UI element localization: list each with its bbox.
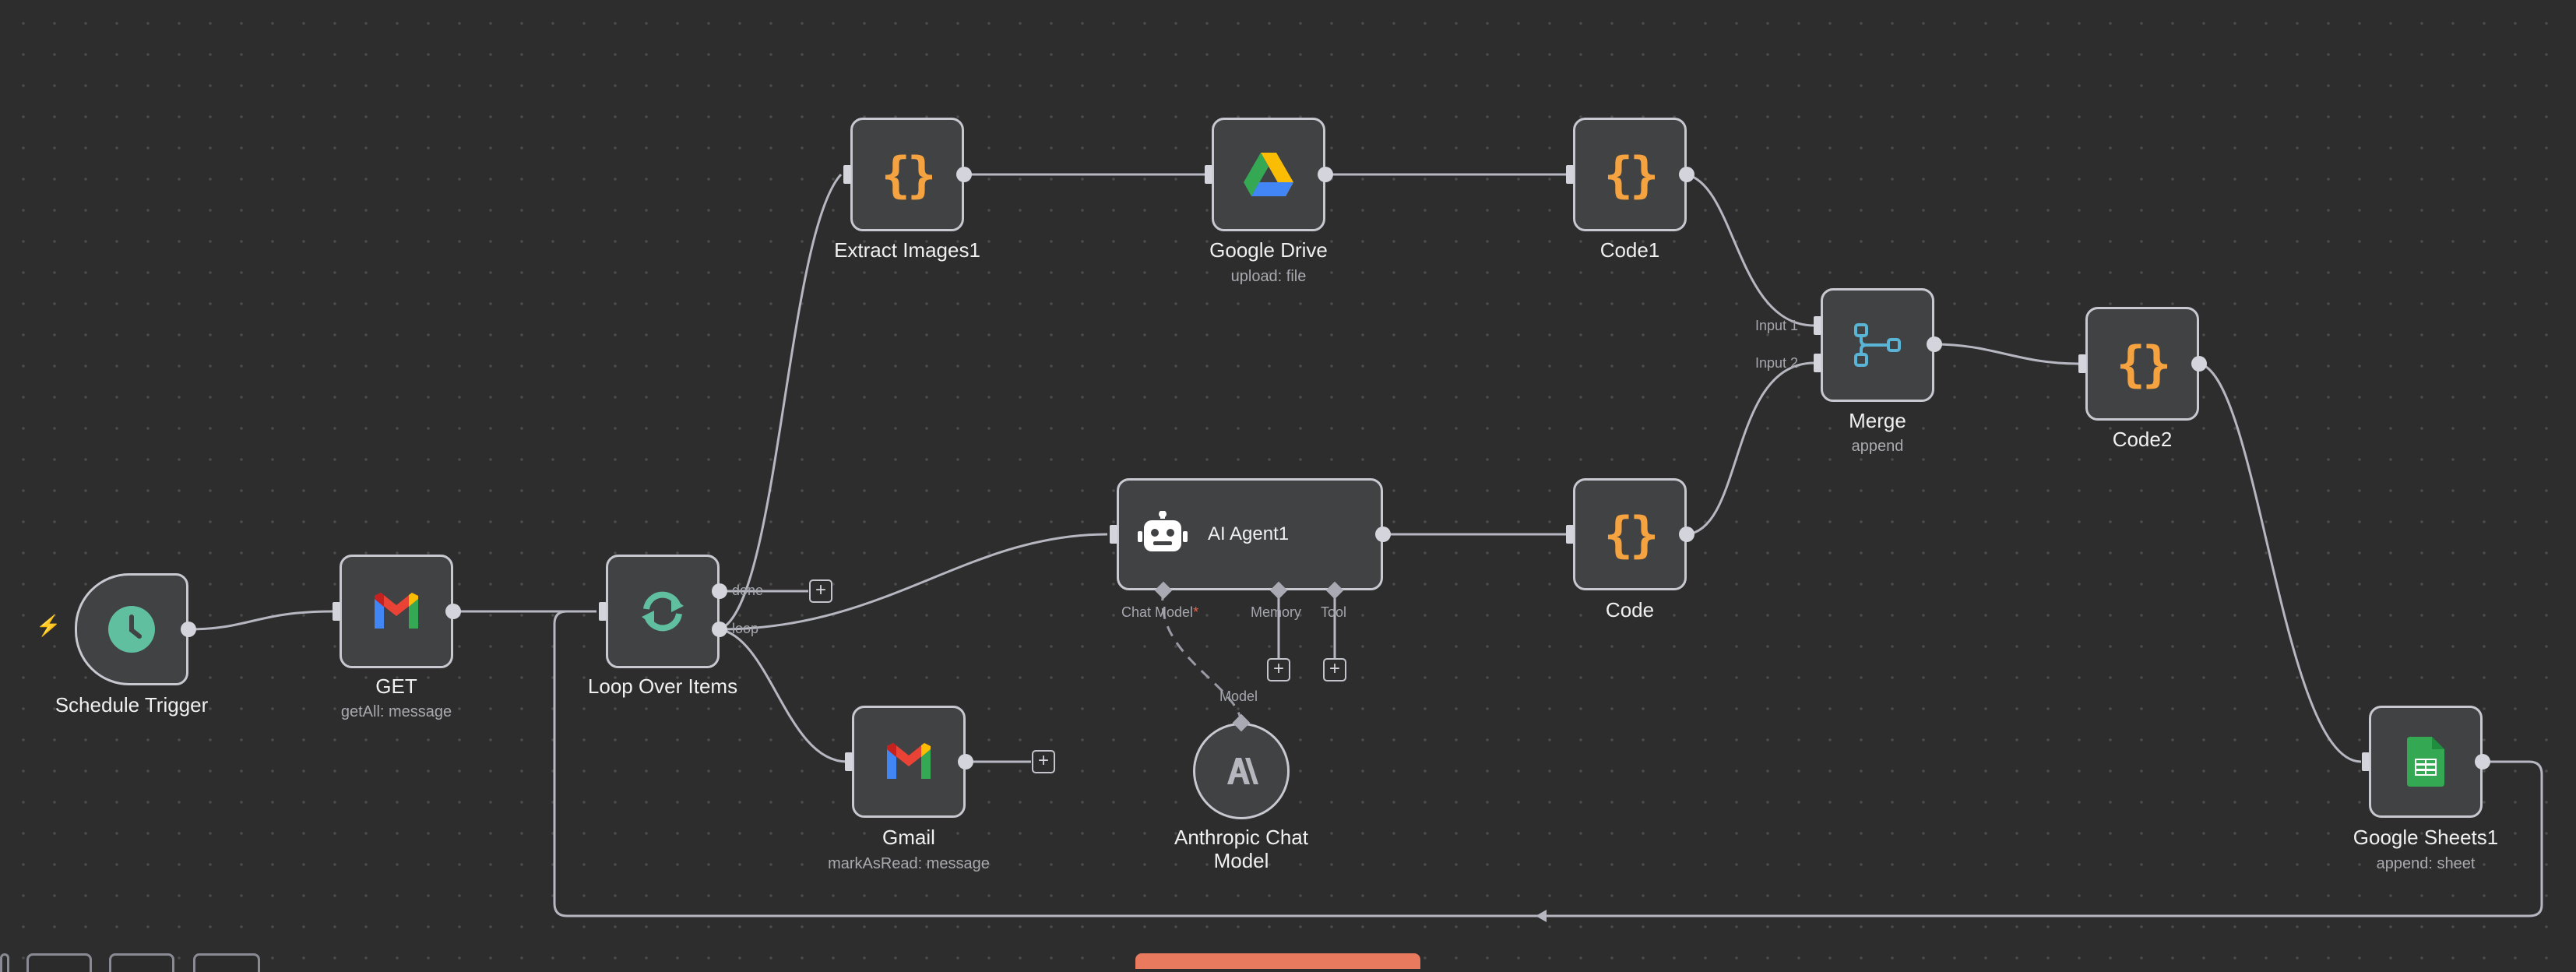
loop-icon	[637, 586, 688, 637]
code-braces-icon: {}	[881, 146, 937, 203]
loop-done-label: done	[732, 583, 764, 598]
code-braces-icon: {}	[1603, 146, 1659, 203]
edge-loop-to-extract[interactable]	[719, 173, 843, 631]
code2-input[interactable]	[2078, 354, 2086, 373]
code-title: Code	[1605, 598, 1655, 622]
node-extract-images1[interactable]: {}	[850, 118, 964, 231]
gmail-title: Gmail	[882, 826, 935, 849]
node-anthropic-chat-model[interactable]	[1193, 723, 1290, 819]
node-get[interactable]	[340, 555, 453, 668]
drive-title: Google Drive	[1209, 238, 1328, 262]
google-drive-icon	[1244, 153, 1293, 196]
node-schedule-trigger[interactable]	[75, 573, 188, 685]
anthropic-icon	[1224, 758, 1258, 784]
sheets-input[interactable]	[2362, 752, 2370, 771]
loop-back-arrow	[1536, 910, 1547, 922]
schedule-trigger-output[interactable]	[181, 622, 196, 637]
code-braces-icon: {}	[1603, 505, 1659, 563]
gmail-output[interactable]	[958, 754, 973, 770]
edge-code1-to-merge[interactable]	[1686, 173, 1815, 327]
drive-output[interactable]	[1318, 167, 1333, 182]
gmail-icon	[371, 593, 421, 630]
agent-input[interactable]	[1110, 525, 1117, 544]
gmail-add-button[interactable]: +	[1032, 750, 1055, 773]
node-loop-over-items[interactable]	[606, 555, 720, 668]
agent-chat-model-label: Chat Model*	[1121, 604, 1199, 620]
node-google-drive[interactable]	[1212, 118, 1325, 231]
agent-tool-label: Tool	[1321, 604, 1347, 620]
loop-output-loop[interactable]	[712, 622, 727, 637]
google-sheets-icon	[2407, 737, 2444, 787]
extract-output[interactable]	[956, 167, 972, 182]
extract-title: Extract Images1	[834, 238, 980, 262]
extract-input[interactable]	[843, 165, 851, 184]
drive-input[interactable]	[1205, 165, 1212, 184]
code-braces-icon: {}	[2116, 335, 2172, 393]
code-output[interactable]	[1679, 526, 1694, 542]
robot-icon	[1138, 511, 1188, 558]
reset-zoom-button[interactable]	[193, 953, 260, 972]
code-input[interactable]	[1566, 525, 1574, 544]
trigger-bolt-icon: ⚡	[36, 614, 62, 637]
anthropic-title: Anthropic Chat Model	[1174, 826, 1308, 872]
get-input[interactable]	[333, 602, 340, 621]
agent-memory-label: Memory	[1251, 604, 1302, 620]
node-code1[interactable]: {}	[1573, 118, 1687, 231]
edge-sheets-loop-back[interactable]	[553, 610, 2543, 917]
zoom-out-button[interactable]	[109, 953, 174, 972]
loop-input[interactable]	[599, 602, 607, 621]
gmail-icon	[884, 743, 934, 780]
agent-tool-add-button[interactable]: +	[1323, 658, 1346, 681]
node-ai-agent1[interactable]: AI Agent1	[1117, 478, 1383, 590]
edge-loop-to-agent[interactable]	[719, 533, 1108, 631]
merge-subtitle: append	[1851, 438, 1904, 455]
code1-output[interactable]	[1679, 167, 1694, 182]
get-subtitle: getAll: message	[340, 703, 452, 720]
gmail-subtitle: markAsRead: message	[828, 855, 990, 872]
node-google-sheets1[interactable]	[2369, 706, 2483, 818]
merge-input-1-label: Input 1	[1755, 318, 1799, 333]
loop-done-add-button[interactable]: +	[809, 579, 832, 603]
merge-icon	[1853, 320, 1902, 370]
edge-merge-to-code2[interactable]	[1934, 343, 2080, 365]
edge-schedule-to-get[interactable]	[188, 610, 334, 631]
gmail-input[interactable]	[845, 752, 853, 771]
merge-input-2-label: Input 2	[1755, 355, 1799, 371]
zoom-to-fit-button[interactable]	[0, 953, 9, 972]
merge-input-1[interactable]	[1814, 316, 1821, 335]
loop-output-done[interactable]	[712, 583, 727, 599]
edge-loop-to-gmail[interactable]	[719, 628, 848, 763]
schedule-trigger-title: Schedule Trigger	[55, 693, 209, 717]
merge-input-2[interactable]	[1814, 354, 1821, 372]
get-output[interactable]	[445, 604, 461, 619]
agent-memory-add-button[interactable]: +	[1267, 658, 1290, 681]
edge-code2-to-sheets[interactable]	[2198, 362, 2362, 763]
agent-output[interactable]	[1375, 526, 1391, 542]
loop-title: Loop Over Items	[587, 674, 738, 698]
node-code[interactable]: {}	[1573, 478, 1687, 590]
sheets-title: Google Sheets1	[2353, 826, 2499, 849]
code1-input[interactable]	[1566, 165, 1574, 184]
sheets-output[interactable]	[2475, 754, 2490, 770]
code1-title: Code1	[1599, 238, 1660, 262]
node-gmail[interactable]	[852, 706, 966, 818]
anthropic-model-label: Model	[1219, 688, 1258, 704]
get-title: GET	[375, 674, 417, 698]
code2-title: Code2	[2112, 428, 2173, 451]
code2-output[interactable]	[2191, 356, 2207, 372]
drive-subtitle: upload: file	[1230, 268, 1307, 285]
edge-code-to-merge[interactable]	[1686, 361, 1815, 536]
node-merge[interactable]	[1821, 288, 1934, 402]
edge-anthropic-to-agent[interactable]	[1161, 590, 1243, 724]
merge-title: Merge	[1849, 409, 1906, 432]
merge-output[interactable]	[1927, 336, 1942, 352]
loop-loop-label: loop	[732, 621, 759, 636]
sheets-subtitle: append: sheet	[2376, 855, 2476, 872]
node-code2[interactable]: {}	[2085, 307, 2199, 421]
zoom-in-button[interactable]	[26, 953, 92, 972]
execute-workflow-button[interactable]	[1135, 953, 1420, 969]
clock-icon	[107, 605, 156, 653]
agent-title: AI Agent1	[1208, 523, 1290, 544]
